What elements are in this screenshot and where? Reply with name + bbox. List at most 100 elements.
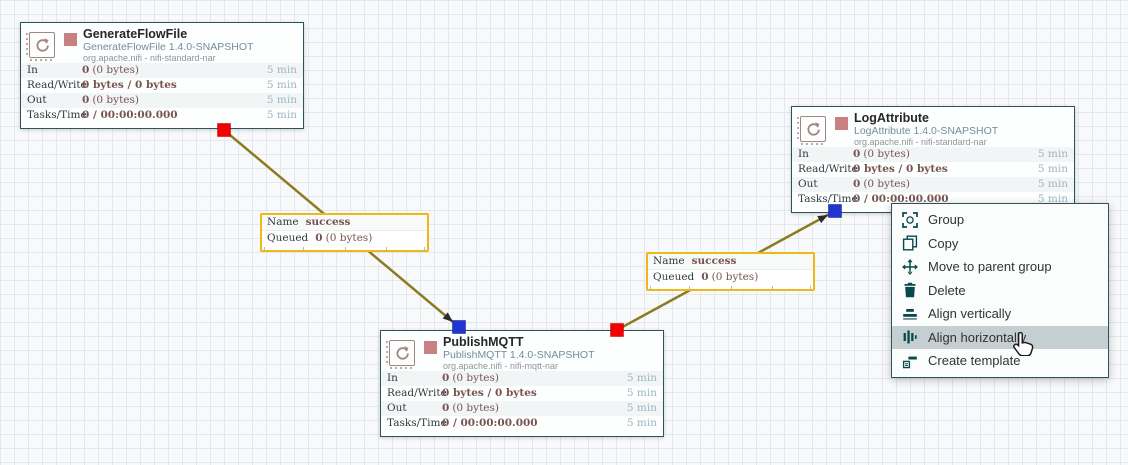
connection-arrowhead-icon <box>442 312 453 322</box>
connection-queued-key: Queued <box>653 271 695 283</box>
stat-label: Out <box>27 94 47 106</box>
hand-cursor-icon <box>1013 331 1034 356</box>
processor-loop-icon <box>797 116 826 145</box>
stat-row: Tasks/Time 0 / 00:00:00.000 5 min <box>792 192 1074 207</box>
stat-value: 0(0 bytes) <box>82 64 139 76</box>
stat-value: 0 / 00:00:00.000 <box>442 417 538 429</box>
processor-header: GenerateFlowFile GenerateFlowFile 1.4.0-… <box>21 23 303 63</box>
connection-queued-key: Queued <box>267 232 309 244</box>
stat-value: 0(0 bytes) <box>442 402 499 414</box>
stat-value: 0 / 00:00:00.000 <box>82 109 178 121</box>
stat-label: Tasks/Time <box>798 193 858 205</box>
align-horizontal-icon <box>902 329 918 345</box>
stat-label: Read/Write <box>387 387 447 399</box>
create-template-icon <box>902 353 918 369</box>
processor-type-version: PublishMQTT 1.4.0-SNAPSHOT <box>443 349 595 361</box>
processor-stats-table: In 0(0 bytes) 5 min Read/Write 0 bytes /… <box>381 371 663 431</box>
processor-titles: PublishMQTT PublishMQTT 1.4.0-SNAPSHOT o… <box>443 335 657 372</box>
stat-value: 0 bytes / 0 bytes <box>853 163 948 175</box>
stat-row: Tasks/Time 0 / 00:00:00.000 5 min <box>21 108 303 123</box>
stat-label: Tasks/Time <box>27 109 87 121</box>
stat-time-window: 5 min <box>626 417 657 429</box>
processor-bundle: org.apache.nifi - nifi-mqtt-nar <box>443 361 559 371</box>
stat-value: 0(0 bytes) <box>853 148 910 160</box>
processor-type-version: LogAttribute 1.4.0-SNAPSHOT <box>854 125 999 137</box>
stat-time-window: 5 min <box>626 402 657 414</box>
align-vertical-icon <box>902 306 918 322</box>
processor-node-generateflowfile[interactable]: GenerateFlowFile GenerateFlowFile 1.4.0-… <box>20 22 304 129</box>
processor-bundle: org.apache.nifi - nifi-standard-nar <box>854 137 987 147</box>
stat-row: Out 0(0 bytes) 5 min <box>792 177 1074 192</box>
group-icon <box>902 211 918 228</box>
stat-label: In <box>27 64 38 76</box>
stat-row: Out 0(0 bytes) 5 min <box>21 93 303 108</box>
processor-loop-icon <box>386 340 415 369</box>
menu-item-copy[interactable]: Copy <box>892 232 1108 256</box>
stat-time-window: 5 min <box>626 387 657 399</box>
stat-label: Read/Write <box>27 79 87 91</box>
queue-gauge <box>648 285 813 289</box>
stat-label: Out <box>798 178 818 190</box>
queue-gauge <box>262 246 427 250</box>
processor-bundle: org.apache.nifi - nifi-standard-nar <box>83 53 216 63</box>
menu-item-create-template[interactable]: Create template <box>892 349 1108 373</box>
stat-time-window: 5 min <box>266 79 297 91</box>
processor-node-logattribute[interactable]: LogAttribute LogAttribute 1.4.0-SNAPSHOT… <box>791 106 1075 213</box>
processor-name: GenerateFlowFile <box>83 27 188 41</box>
processor-header: LogAttribute LogAttribute 1.4.0-SNAPSHOT… <box>792 107 1074 147</box>
menu-item-align-vertically[interactable]: Align vertically <box>892 302 1108 326</box>
connection-queued-count: 0 <box>701 271 709 283</box>
connection-name-row: Name success <box>648 254 813 270</box>
processor-node-publishmqtt[interactable]: PublishMQTT PublishMQTT 1.4.0-SNAPSHOT o… <box>380 330 664 437</box>
connection-name-key: Name <box>653 255 685 267</box>
stopped-indicator-icon <box>64 33 77 46</box>
processor-name: PublishMQTT <box>443 335 524 349</box>
stat-time-window: 5 min <box>266 64 297 76</box>
stat-row: In 0(0 bytes) 5 min <box>21 63 303 78</box>
processor-header: PublishMQTT PublishMQTT 1.4.0-SNAPSHOT o… <box>381 331 663 371</box>
stat-row: Read/Write 0 bytes / 0 bytes 5 min <box>792 162 1074 177</box>
connection-label[interactable]: Name success Queued 0(0 bytes) <box>646 252 815 291</box>
menu-item-align-horizontally[interactable]: Align horizontally <box>892 325 1108 349</box>
stat-time-window: 5 min <box>266 109 297 121</box>
connection-arrowhead-icon <box>817 214 828 224</box>
connection-queued-size: (0 bytes) <box>325 232 373 244</box>
stat-label: Out <box>387 402 407 414</box>
menu-item-move-to-parent-group[interactable]: Move to parent group <box>892 255 1108 279</box>
connection-queued-size: (0 bytes) <box>711 271 759 283</box>
stat-value: 0 bytes / 0 bytes <box>82 79 177 91</box>
menu-item-delete[interactable]: Delete <box>892 279 1108 303</box>
stat-value: 0(0 bytes) <box>442 372 499 384</box>
stat-label: In <box>798 148 809 160</box>
stat-value: 0 / 00:00:00.000 <box>853 193 949 205</box>
stat-row: Read/Write 0 bytes / 0 bytes 5 min <box>381 386 663 401</box>
stat-value: 0 bytes / 0 bytes <box>442 387 537 399</box>
stat-row: In 0(0 bytes) 5 min <box>381 371 663 386</box>
processor-titles: LogAttribute LogAttribute 1.4.0-SNAPSHOT… <box>854 111 1068 148</box>
menu-item-group[interactable]: Group <box>892 208 1108 232</box>
stat-label: In <box>387 372 398 384</box>
stopped-indicator-icon <box>424 341 437 354</box>
stat-value: 0(0 bytes) <box>82 94 139 106</box>
stat-time-window: 5 min <box>1037 178 1068 190</box>
stopped-indicator-icon <box>835 117 848 130</box>
stat-row: Out 0(0 bytes) 5 min <box>381 401 663 416</box>
stat-time-window: 5 min <box>1037 148 1068 160</box>
connection-name-value: success <box>305 216 351 228</box>
stat-time-window: 5 min <box>626 372 657 384</box>
stat-row: In 0(0 bytes) 5 min <box>792 147 1074 162</box>
connection-queued-row: Queued 0(0 bytes) <box>648 270 813 285</box>
stat-row: Tasks/Time 0 / 00:00:00.000 5 min <box>381 416 663 431</box>
stat-value: 0(0 bytes) <box>853 178 910 190</box>
connection-queued-count: 0 <box>315 232 323 244</box>
stat-time-window: 5 min <box>1037 163 1068 175</box>
processor-titles: GenerateFlowFile GenerateFlowFile 1.4.0-… <box>83 27 297 64</box>
processor-loop-icon <box>26 32 55 61</box>
connection-name-value: success <box>691 255 737 267</box>
move-to-parent-icon <box>902 258 918 275</box>
connection-queued-row: Queued 0(0 bytes) <box>262 231 427 246</box>
processor-stats-table: In 0(0 bytes) 5 min Read/Write 0 bytes /… <box>792 147 1074 207</box>
